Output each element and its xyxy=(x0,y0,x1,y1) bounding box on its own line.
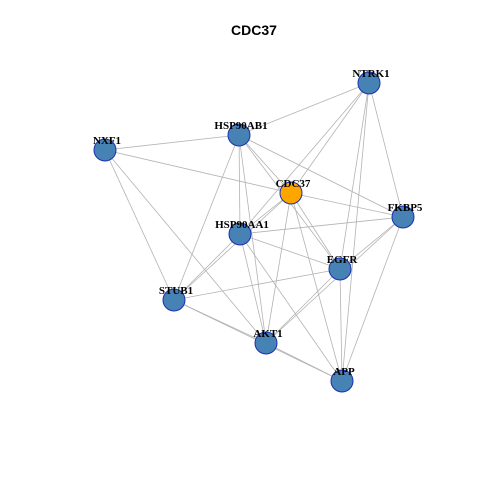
node-label-app: APP xyxy=(333,366,355,378)
node-app[interactable] xyxy=(330,369,354,393)
edge-fkbp5-egfr xyxy=(339,216,404,270)
node-cdc37[interactable] xyxy=(279,181,303,205)
edge-cdc37-akt1 xyxy=(265,192,292,344)
node-label-akt1: AKT1 xyxy=(253,328,282,340)
node-label-egfr: EGFR xyxy=(327,254,359,266)
node-label-ntrk1: NTRK1 xyxy=(352,68,389,80)
node-label-nxf1: NXF1 xyxy=(93,135,121,147)
edge-ntrk1-fkbp5 xyxy=(368,82,404,218)
edge-hsp90ab1-hsp90aa1 xyxy=(238,134,241,235)
edge-ntrk1-app xyxy=(341,82,370,382)
edge-hsp90aa1-app xyxy=(239,233,343,382)
edge-hsp90aa1-stub1 xyxy=(173,233,241,301)
edge-ntrk1-hsp90aa1 xyxy=(239,82,370,235)
edge-egfr-akt1 xyxy=(265,268,341,344)
node-layer xyxy=(93,71,415,393)
edge-cdc37-fkbp5 xyxy=(290,192,404,218)
node-stub1[interactable] xyxy=(162,288,186,312)
edge-hsp90ab1-stub1 xyxy=(173,134,240,301)
node-hsp90ab1[interactable] xyxy=(227,123,251,147)
edge-cdc37-stub1 xyxy=(173,192,292,301)
edge-egfr-stub1 xyxy=(173,268,341,301)
edge-fkbp5-app xyxy=(341,216,404,382)
edge-fkbp5-akt1 xyxy=(265,216,404,344)
edge-ntrk1-egfr xyxy=(339,82,370,270)
edge-cdc37-app xyxy=(290,192,343,382)
diagram-title: CDC37 xyxy=(231,22,277,38)
edge-hsp90aa1-akt1 xyxy=(239,233,267,344)
node-label-cdc37: CDC37 xyxy=(276,178,311,190)
node-label-hsp90ab1: HSP90AB1 xyxy=(214,120,267,132)
edge-egfr-app xyxy=(339,268,343,382)
edge-hsp90ab1-akt1 xyxy=(238,134,267,344)
edge-ntrk1-hsp90ab1 xyxy=(238,82,370,136)
edge-ntrk1-cdc37 xyxy=(290,82,370,194)
edge-nxf1-cdc37 xyxy=(104,149,292,194)
node-nxf1[interactable] xyxy=(93,138,117,162)
edge-cdc37-egfr xyxy=(290,192,341,270)
node-label-stub1: STUB1 xyxy=(159,285,193,297)
edge-hsp90ab1-fkbp5 xyxy=(238,134,404,218)
edge-nxf1-akt1 xyxy=(104,149,267,344)
edge-hsp90ab1-cdc37 xyxy=(238,134,292,194)
edge-nxf1-stub1 xyxy=(104,149,175,301)
node-ntrk1[interactable] xyxy=(357,71,381,95)
edge-hsp90aa1-egfr xyxy=(239,233,341,270)
node-akt1[interactable] xyxy=(254,331,278,355)
edge-akt1-app xyxy=(265,342,343,382)
node-hsp90aa1[interactable] xyxy=(228,222,252,246)
node-egfr[interactable] xyxy=(328,257,352,281)
node-label-hsp90aa1: HSP90AA1 xyxy=(215,219,269,231)
node-fkbp5[interactable] xyxy=(391,205,415,229)
edge-hsp90aa1-fkbp5 xyxy=(239,216,404,235)
node-label-fkbp5: FKBP5 xyxy=(388,202,423,214)
edge-hsp90ab1-nxf1 xyxy=(104,134,240,151)
